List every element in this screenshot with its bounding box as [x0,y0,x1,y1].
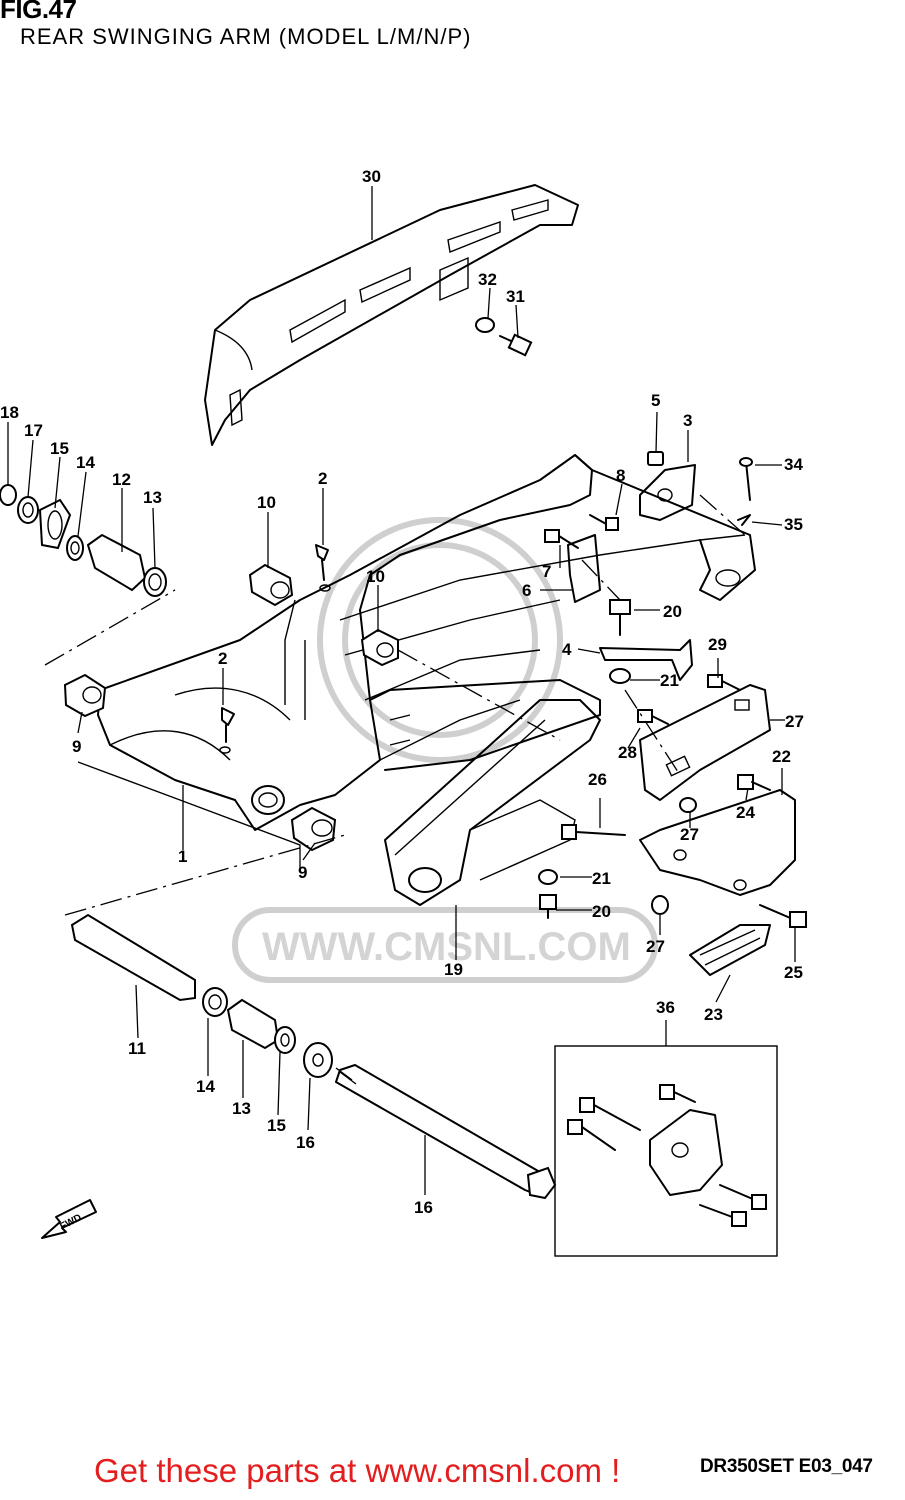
callout-32: 31 [506,287,525,306]
callout-24: 24 [736,803,755,822]
callout-14a: 14 [76,453,95,472]
callout-30: 29 [708,635,727,654]
nut-27b [651,895,669,915]
callout-35: 35 [784,515,803,534]
fwd-arrow-icon: FWD [41,1199,97,1239]
bolt-24 [737,774,771,791]
bolt-26 [561,824,626,840]
bolt-25 [759,904,807,928]
callout-13a: 13 [143,488,162,507]
callout-7: 7 [542,562,551,581]
swingarm [97,454,756,831]
chain-guide-28 [639,684,771,801]
bracket-5 [599,639,693,681]
callout-26: 26 [588,770,607,789]
bolt-29 [637,709,669,725]
callout-3: 3 [683,411,692,430]
callout-34: 34 [784,455,803,474]
nut-27a [679,797,697,813]
center-lines [44,494,746,916]
callout-9a: 9 [72,737,81,756]
callout-6: 6 [522,581,531,600]
chain-guide-22 [639,789,796,896]
callout-29: 28 [618,743,637,762]
pin-34 [739,457,753,501]
callout-21b: 21 [592,869,611,888]
callout-2a: 2 [318,469,327,488]
bolt-20a [609,599,631,636]
callout-12a: 12 [112,470,131,489]
washer-21a [609,668,631,684]
callout-12b: 13 [232,1099,251,1118]
bolt-20b [539,894,557,919]
callout-15b: 16 [296,1133,315,1152]
callout-36: 36 [656,998,675,1017]
clip-35 [737,514,751,526]
washer-33 [475,317,495,333]
kit-box-36 [554,1045,778,1257]
callout-5: 4 [562,640,572,659]
callout-2b: 2 [218,649,227,668]
grease-nipple-2a [315,544,331,592]
callout-27b: 27 [646,937,665,956]
chain-slider [384,699,601,906]
callout-4: 5 [651,391,660,410]
figure-number: FIG.47 [0,0,77,24]
callout-21a: 21 [660,671,679,690]
callout-23: 23 [704,1005,723,1024]
bolt-4 [647,451,664,466]
bushing-9a [63,673,107,718]
bolt-7 [544,529,579,549]
bolt-8 [589,514,619,531]
callout-17: 17 [24,421,43,440]
pivot-stack-left [0,484,167,597]
callout-27a: 27 [680,825,699,844]
bushing-10b [360,628,399,667]
footer-link[interactable]: Get these parts at www.cmsnl.com ! [94,1452,621,1489]
pivot-axle-stack [70,913,557,1200]
callout-11: 11 [128,1039,146,1058]
callout-22: 22 [772,747,791,766]
bracket-3 [639,464,696,521]
callout-10b: 10 [366,567,385,586]
callout-1: 1 [178,847,187,866]
callout-31: 30 [362,167,381,186]
drawing-code: DR350SET E03_047 [700,1456,873,1477]
callout-14b: 15 [267,1116,286,1135]
callout-16: 16 [414,1198,433,1217]
grease-nipple-2b [219,707,235,754]
watermark: WWW.CMSNL.COM [232,517,658,983]
callout-10a: 10 [257,493,276,512]
callout-25: 25 [784,963,803,982]
watermark-text: WWW.CMSNL.COM [262,925,631,969]
bracket-6 [567,534,601,603]
callout-20b: 20 [592,902,611,921]
callout-labels: 30 32 31 18 17 15 14 12 13 10 2 10 2 9 1… [0,167,804,1217]
callout-13b: 14 [196,1077,215,1096]
callout-28: 27 [785,712,804,731]
callout-33: 32 [478,270,497,289]
chain-case [204,184,579,446]
fwd-label: FWD [58,1212,83,1232]
callout-8: 8 [616,466,625,485]
bushing-9b [290,806,337,852]
callout-15a: 15 [50,439,69,458]
bolt-30 [707,674,741,691]
callout-19: 19 [444,960,463,979]
guide-23 [689,924,771,976]
bolt-32 [499,333,533,357]
callout-20a: 20 [663,602,682,621]
bushing-10a [248,563,294,607]
figure-title: REAR SWINGING ARM (MODEL L/M/N/P) [20,24,472,49]
leader-lines [7,186,796,1195]
nut-21b [538,869,558,885]
callout-18: 18 [0,403,19,422]
callout-9b: 9 [298,863,307,882]
